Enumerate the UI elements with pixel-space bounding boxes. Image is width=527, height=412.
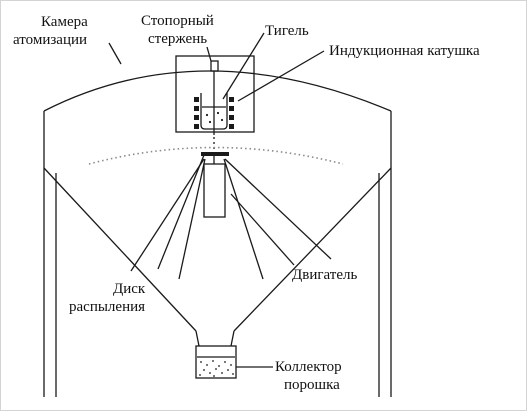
melt-dot	[208, 120, 212, 124]
collector-box	[195, 345, 237, 379]
cone-left	[43, 167, 197, 332]
atomization-chamber-icon	[43, 70, 392, 397]
coil-turn	[229, 106, 234, 111]
leader-lines	[108, 32, 325, 368]
coil-turn	[194, 124, 199, 129]
label-collector-line2: порошка	[284, 377, 340, 393]
label-crucible: Тигель	[265, 23, 309, 39]
neck-left	[195, 330, 200, 347]
chamber-dome	[43, 70, 392, 112]
coil-turn	[194, 97, 199, 102]
crucible-housing	[175, 55, 255, 133]
leader-stopper	[206, 46, 212, 62]
support-line	[130, 158, 205, 272]
atomizing-disk-icon	[201, 152, 229, 164]
labels: Камера атомизации Стопорный стержень Тиг…	[13, 13, 480, 393]
label-coil: Индукционная катушка	[329, 43, 480, 59]
motor-body	[203, 163, 226, 218]
support-line	[223, 158, 264, 280]
coil-turn	[229, 115, 234, 120]
housing-box	[175, 55, 255, 133]
stopper-rod-icon	[210, 60, 219, 129]
label-disk-line1: Диск	[113, 281, 146, 297]
stopper-top-block	[210, 60, 219, 72]
coil-turn	[194, 106, 199, 111]
neck-right	[230, 330, 235, 347]
coil-turn	[194, 115, 199, 120]
crucible-icon	[200, 93, 228, 135]
powder-collector-icon	[195, 345, 237, 379]
leader-coil	[237, 50, 325, 102]
motor-icon	[203, 163, 226, 218]
label-stopper-line2: стержень	[148, 31, 207, 47]
cone-right	[233, 167, 392, 332]
leader-disk	[157, 154, 205, 270]
powder-dots	[199, 360, 234, 377]
leader-crucible	[222, 32, 265, 100]
coil-turn	[229, 97, 234, 102]
label-motor: Двигатель	[292, 267, 357, 283]
support-lines	[130, 158, 332, 280]
disk-plate	[201, 152, 229, 156]
label-chamber-line2: атомизации	[13, 32, 87, 48]
label-disk-line2: распыления	[69, 299, 145, 315]
leader-motor	[230, 193, 295, 266]
label-collector-line1: Коллектор	[275, 359, 342, 375]
support-line	[178, 158, 206, 280]
melt-dot	[205, 113, 209, 117]
coil-turn	[229, 124, 234, 129]
spray-arc	[88, 146, 344, 165]
melt-dot	[216, 111, 220, 115]
leader-chamber	[108, 42, 122, 65]
induction-coil-icon	[194, 97, 234, 129]
label-chamber-line1: Камера	[41, 14, 88, 30]
support-line	[224, 158, 332, 260]
melt-dot	[220, 118, 224, 122]
label-stopper-line1: Стопорный	[141, 13, 214, 29]
